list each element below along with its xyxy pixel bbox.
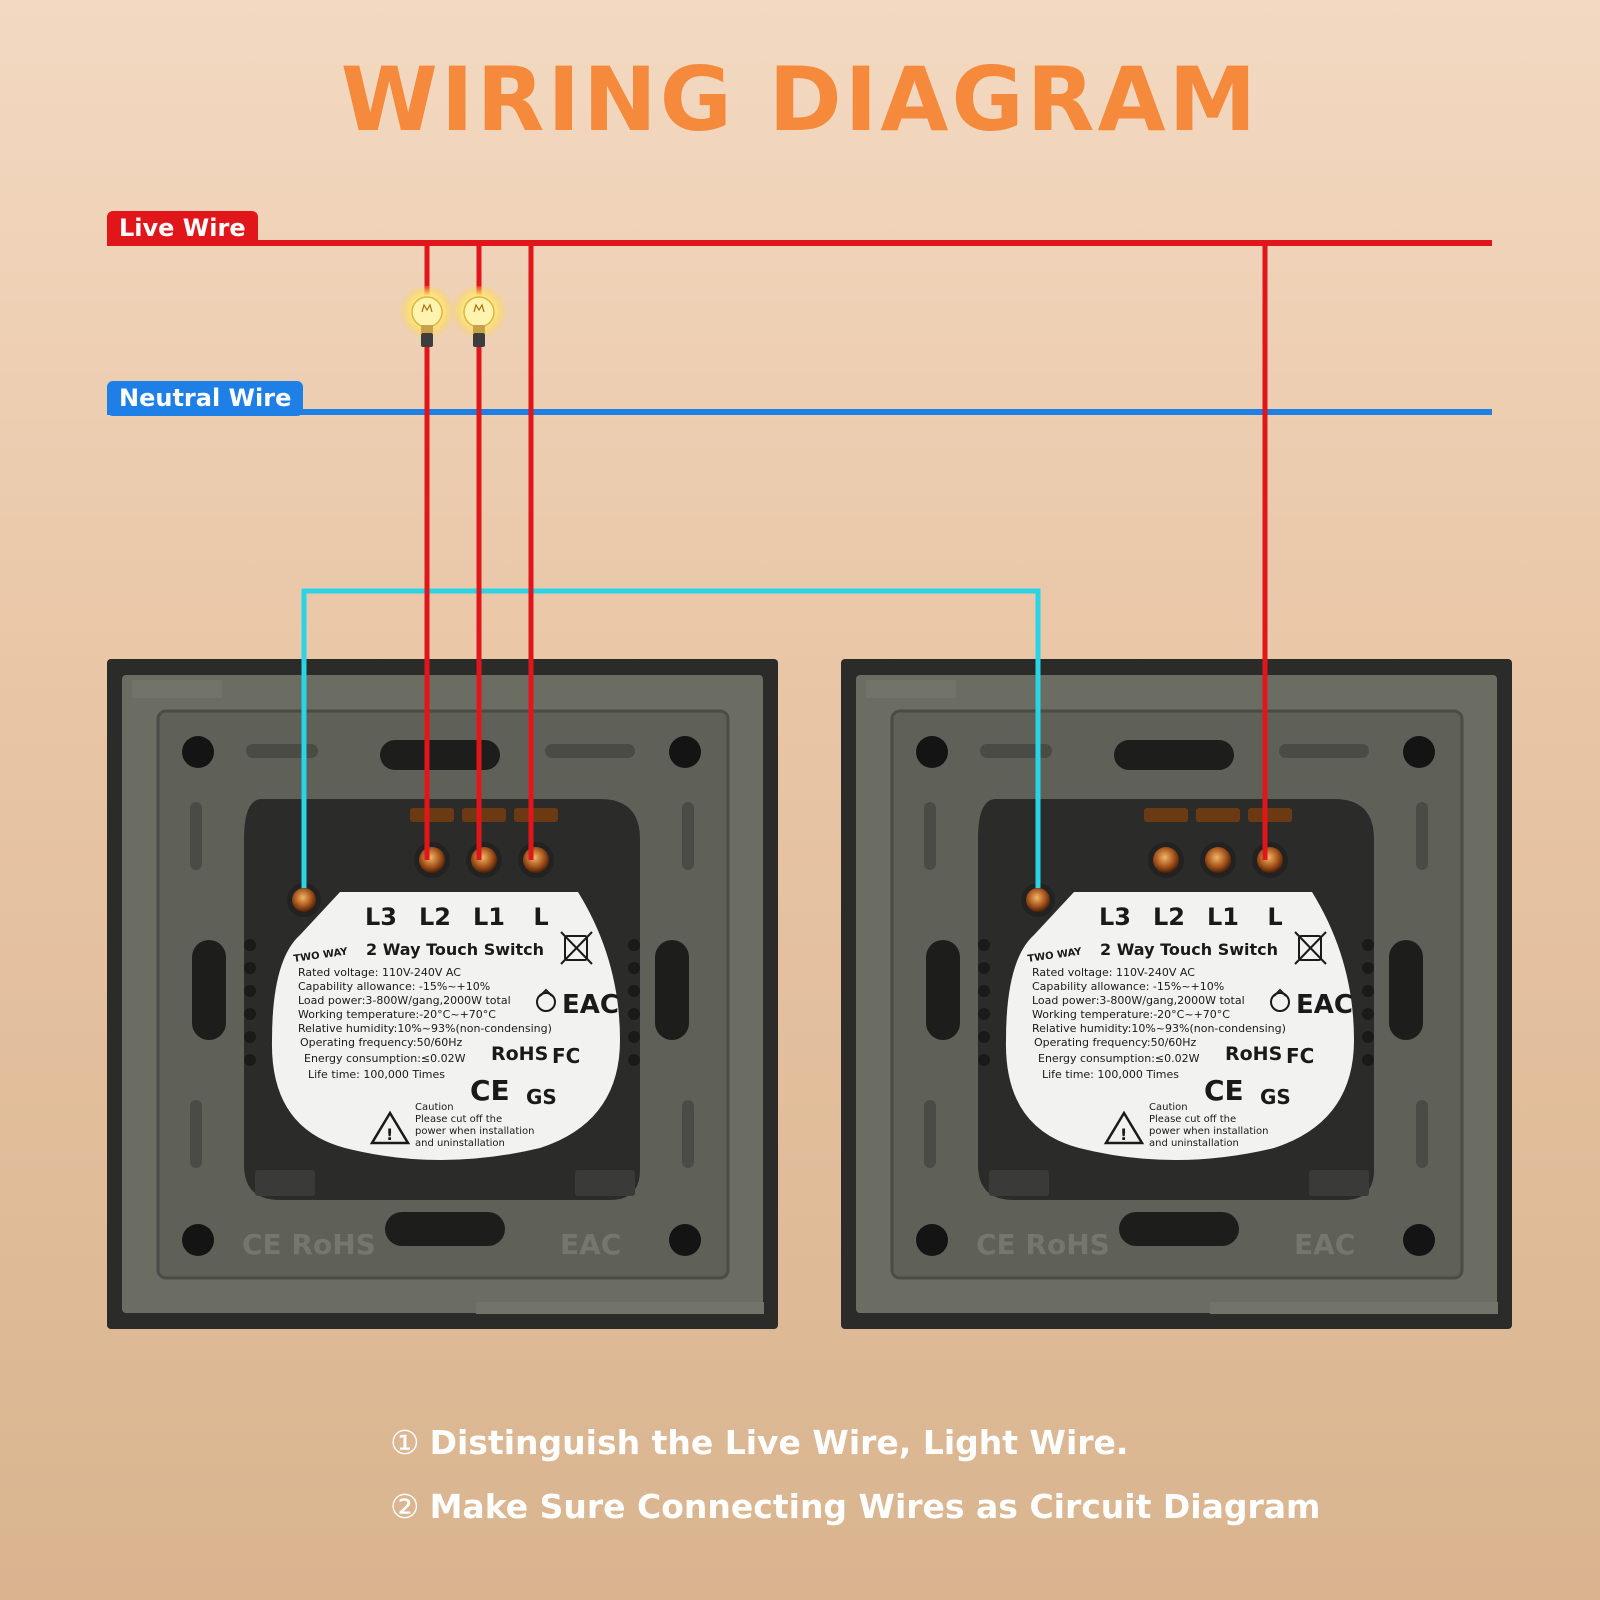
terminal-l1-label: L1 (473, 903, 505, 931)
ce-mark: CE (470, 1074, 510, 1107)
eac-mark: EAC (562, 990, 619, 1020)
spec-list: Rated voltage: 110V-240V AC Capability a… (298, 966, 552, 1081)
weee-bin-icon (1294, 931, 1327, 965)
warning-icon: ! (1103, 1110, 1145, 1145)
spec-line: Life time: 100,000 Times (1042, 1068, 1179, 1081)
frame-ce-rohs-mark: CE RoHS (976, 1228, 1110, 1261)
light-bulb-icon (399, 286, 455, 347)
traveler-wire (301, 588, 1041, 888)
caution-line: Caution (1149, 1102, 1188, 1113)
frame-ce-rohs-mark: CE RoHS (242, 1228, 376, 1261)
svg-text:!: ! (1120, 1125, 1127, 1144)
spec-line: Working temperature:-20°C~+70°C (1032, 1008, 1230, 1021)
terminal-labels: L3 L2 L1 L (1099, 903, 1283, 931)
fc-mark: FC (552, 1044, 580, 1068)
page-title: WIRING DIAGRAM (340, 48, 1260, 151)
rohs-mark: RoHS (491, 1043, 548, 1065)
caution-line: power when installation (1149, 1126, 1269, 1137)
spec-line: Relative humidity:10%~93%(non-condensing… (298, 1022, 552, 1035)
switch-name: 2 Way Touch Switch (1100, 940, 1278, 959)
spec-line: Capability allowance: -15%~+10% (298, 980, 490, 993)
caution-line: and uninstallation (1149, 1138, 1239, 1149)
caution-line: Please cut off the (1149, 1114, 1236, 1125)
terminal-l-label: L (1267, 903, 1282, 931)
spec-line: Operating frequency:50/60Hz (300, 1036, 463, 1049)
spec-line: Life time: 100,000 Times (308, 1068, 445, 1081)
switch-name: 2 Way Touch Switch (366, 940, 544, 959)
svg-text:!: ! (386, 1125, 393, 1144)
ce-mark: CE (1204, 1074, 1244, 1107)
spec-line: Load power:3-800W/gang,2000W total (1032, 994, 1245, 1007)
spec-line: Working temperature:-20°C~+70°C (298, 1008, 496, 1021)
recycle-icon (1270, 988, 1290, 1012)
weee-bin-icon (560, 931, 593, 965)
step-1-number: ① (390, 1423, 420, 1462)
step-1-text: Distinguish the Live Wire, Light Wire. (429, 1423, 1129, 1462)
step-2-text: Make Sure Connecting Wires as Circuit Di… (429, 1487, 1321, 1526)
eac-mark: EAC (1296, 990, 1353, 1020)
terminal-l2-label: L2 (419, 903, 451, 931)
gs-mark: GS (1260, 1085, 1291, 1109)
terminal-l2-label: L2 (1153, 903, 1185, 931)
caution-line: power when installation (415, 1126, 535, 1137)
terminal-labels: L3 L2 L1 L (365, 903, 549, 931)
step-2-number: ② (390, 1487, 420, 1526)
frame-eac-mark: EAC (1294, 1228, 1355, 1261)
terminal-l3-label: L3 (365, 903, 397, 931)
spec-list: Rated voltage: 110V-240V AC Capability a… (1032, 966, 1286, 1081)
switch-unit-right: L3 L2 L1 L TWO WAY 2 Way Touch Switch Ra… (841, 659, 1512, 1329)
spec-line: Operating frequency:50/60Hz (1034, 1036, 1197, 1049)
spec-line: Energy consumption:≤0.02W (1038, 1052, 1200, 1065)
warning-icon: ! (369, 1110, 411, 1145)
caution-line: Please cut off the (415, 1114, 502, 1125)
spec-line: Rated voltage: 110V-240V AC (298, 966, 461, 979)
spec-line: Energy consumption:≤0.02W (304, 1052, 466, 1065)
terminal-l3-label: L3 (1099, 903, 1131, 931)
rohs-mark: RoHS (1225, 1043, 1282, 1065)
recycle-icon (536, 988, 556, 1012)
spec-line: Relative humidity:10%~93%(non-condensing… (1032, 1022, 1286, 1035)
switch-unit-left: L3 L2 L1 L TWO WAY 2 Way Touch Switch Ra… (107, 659, 778, 1329)
spec-line: Load power:3-800W/gang,2000W total (298, 994, 511, 1007)
terminal-l-label: L (533, 903, 548, 931)
caution-line: and uninstallation (415, 1138, 505, 1149)
spec-line: Rated voltage: 110V-240V AC (1032, 966, 1195, 979)
caution-line: Caution (415, 1102, 454, 1113)
terminal-l1-label: L1 (1207, 903, 1239, 931)
frame-eac-mark: EAC (560, 1228, 621, 1261)
fc-mark: FC (1286, 1044, 1314, 1068)
spec-line: Capability allowance: -15%~+10% (1032, 980, 1224, 993)
gs-mark: GS (526, 1085, 557, 1109)
light-bulb-icon (451, 286, 507, 347)
